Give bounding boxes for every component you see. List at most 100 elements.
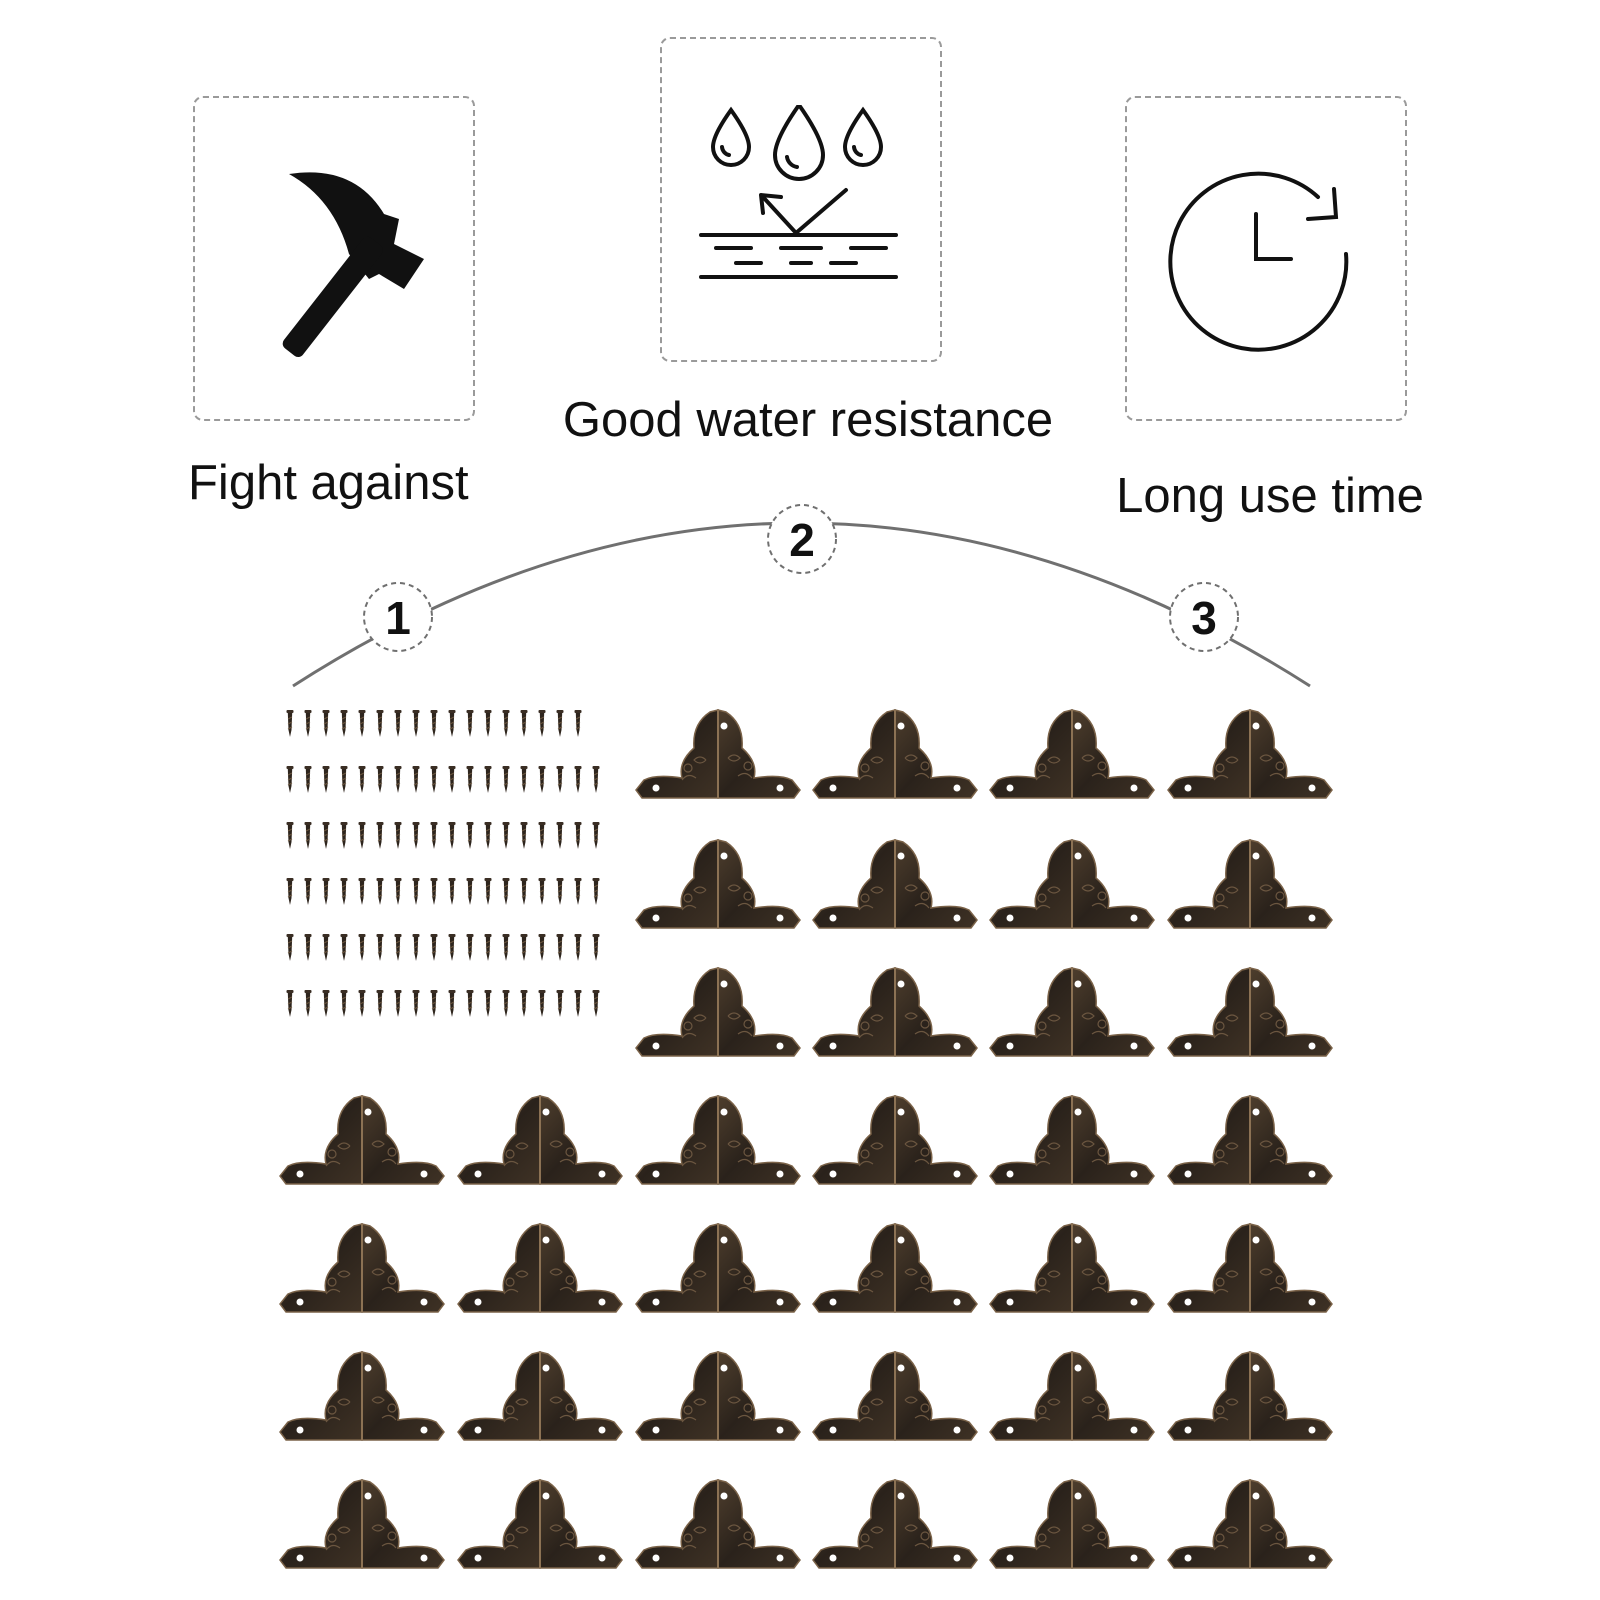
corner-protector — [989, 967, 1155, 1057]
corner-protector — [279, 1351, 445, 1441]
screw — [304, 877, 312, 906]
screw — [592, 821, 600, 850]
screw — [286, 989, 294, 1018]
screw — [574, 933, 582, 962]
screw — [412, 877, 420, 906]
screw — [430, 765, 438, 794]
screw — [358, 877, 366, 906]
screw — [286, 709, 294, 738]
corner-protector — [279, 1223, 445, 1313]
screw — [412, 933, 420, 962]
corner-protector — [812, 967, 978, 1057]
corner-protector — [812, 1095, 978, 1185]
feature-label-fight-against: Fight against — [188, 456, 469, 510]
screw — [394, 821, 402, 850]
corner-protector — [989, 1479, 1155, 1569]
screw — [286, 877, 294, 906]
corner-protector — [635, 1351, 801, 1441]
feature-box-fight-against — [193, 96, 475, 421]
screw — [448, 877, 456, 906]
screw — [304, 765, 312, 794]
screw — [484, 765, 492, 794]
screw — [538, 709, 546, 738]
step-marker-3: 3 — [1169, 582, 1239, 652]
feature-box-long-use-time — [1125, 96, 1407, 421]
screw — [556, 765, 564, 794]
corner-protector — [1167, 1095, 1333, 1185]
screw — [322, 709, 330, 738]
corner-protector — [457, 1479, 623, 1569]
screw — [376, 933, 384, 962]
corner-protector — [635, 1095, 801, 1185]
screw — [574, 877, 582, 906]
corner-protector — [635, 1223, 801, 1313]
screw — [358, 821, 366, 850]
screw — [358, 933, 366, 962]
screw — [376, 709, 384, 738]
feature-box-water-resistance — [660, 37, 942, 362]
corner-protector — [1167, 1351, 1333, 1441]
feature-label-long-use-time: Long use time — [1116, 469, 1424, 523]
screw — [376, 821, 384, 850]
corner-protector — [635, 967, 801, 1057]
corner-protector — [279, 1479, 445, 1569]
screw — [592, 989, 600, 1018]
corner-protector — [812, 1479, 978, 1569]
screw — [466, 765, 474, 794]
screw — [520, 989, 528, 1018]
screw — [502, 765, 510, 794]
screw — [340, 877, 348, 906]
screw — [574, 821, 582, 850]
corner-protector — [989, 1095, 1155, 1185]
screw — [358, 765, 366, 794]
corner-protector — [812, 1223, 978, 1313]
screw — [430, 821, 438, 850]
screw — [574, 765, 582, 794]
screw — [556, 709, 564, 738]
screw — [448, 989, 456, 1018]
screw — [538, 877, 546, 906]
screw — [340, 821, 348, 850]
screw — [466, 821, 474, 850]
corner-protector — [812, 709, 978, 799]
screw — [412, 765, 420, 794]
screw — [340, 933, 348, 962]
water-drops-icon — [699, 104, 898, 279]
screw — [448, 933, 456, 962]
screw — [574, 989, 582, 1018]
screw — [520, 765, 528, 794]
corner-protector — [635, 709, 801, 799]
corner-protector — [1167, 1479, 1333, 1569]
screw — [556, 989, 564, 1018]
corner-protector — [1167, 839, 1333, 929]
corner-protector — [989, 1351, 1155, 1441]
corner-protector — [1167, 967, 1333, 1057]
screw — [520, 933, 528, 962]
screw — [394, 989, 402, 1018]
screw — [520, 877, 528, 906]
screw — [502, 933, 510, 962]
screw — [412, 989, 420, 1018]
corner-protector — [989, 709, 1155, 799]
screw — [394, 765, 402, 794]
screw — [502, 709, 510, 738]
corner-protector — [989, 1223, 1155, 1313]
screw — [286, 765, 294, 794]
screw — [466, 709, 474, 738]
screw — [412, 709, 420, 738]
screw — [322, 989, 330, 1018]
corner-protector — [1167, 1223, 1333, 1313]
screw — [592, 877, 600, 906]
corner-protector — [457, 1223, 623, 1313]
screw — [484, 877, 492, 906]
screw — [376, 765, 384, 794]
screw — [484, 933, 492, 962]
screw — [448, 709, 456, 738]
screw — [430, 877, 438, 906]
screw — [358, 989, 366, 1018]
screw — [286, 933, 294, 962]
screw — [448, 821, 456, 850]
hammer-icon — [282, 171, 424, 357]
screw — [556, 877, 564, 906]
